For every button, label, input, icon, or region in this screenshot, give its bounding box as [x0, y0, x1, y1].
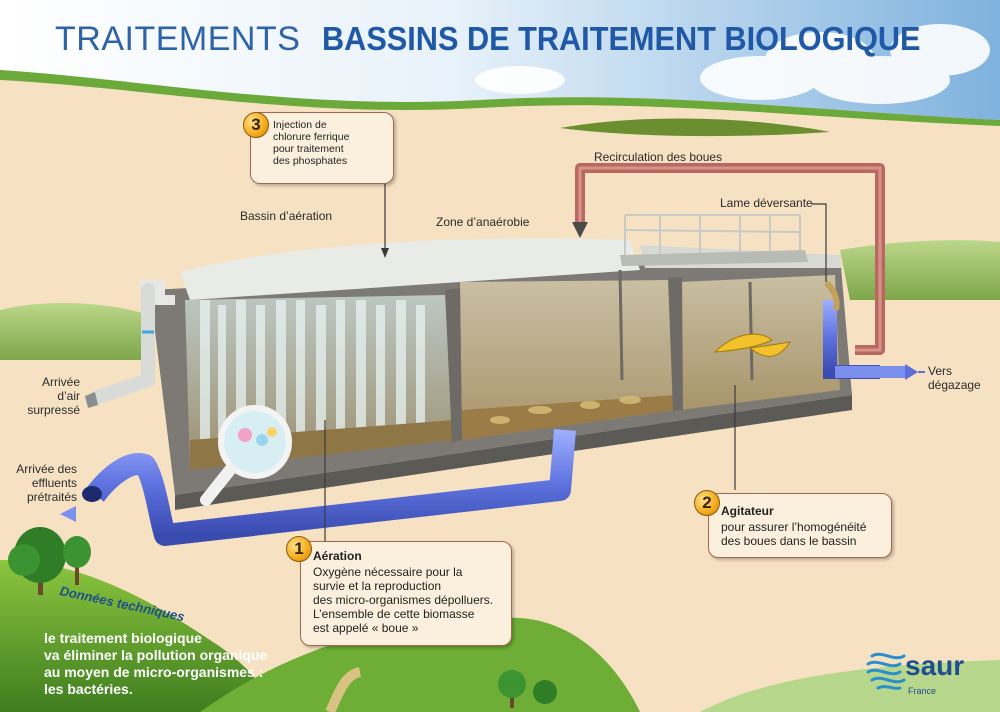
badge-2: 2 [694, 490, 720, 516]
label-lame-deversante: Lame déversante [720, 196, 813, 210]
callout-line: Oxygène nécessaire pour la [313, 565, 463, 579]
callout-agitateur-title: Agitateur [721, 504, 774, 518]
callout-agitateur: Agitateur pour assurer l’homogénéité des… [708, 493, 892, 558]
badge-3: 3 [243, 112, 269, 138]
callout-line: des phosphates [273, 155, 348, 167]
callout-line: survie et la reproduction [313, 579, 442, 593]
saur-logo: saur [905, 650, 965, 681]
callout-injection: Injection de chlorure ferrique pour trai… [250, 112, 394, 184]
label-line: surpressé [27, 403, 80, 417]
section-title: TRAITEMENTS [55, 20, 301, 58]
label-line: prétraités [26, 490, 77, 504]
callout-aeration: Aération Oxygène nécessaire pour la surv… [300, 541, 512, 646]
label-bassin-aeration: Bassin d’aération [240, 209, 333, 223]
callout-injection-text: Injection de chlorure ferrique pour trai… [273, 119, 385, 167]
label-zone-anaerobie: Zone d’anaérobie [436, 215, 530, 229]
callout-line: Injection de [273, 119, 327, 131]
technical-text: le traitement biologique va éliminer la … [44, 630, 267, 698]
label-vers-degazage: Vers dégazage [928, 364, 981, 392]
callout-line: pour traitement [273, 143, 344, 155]
page-title: BASSINS DE TRAITEMENT BIOLOGIQUE [322, 20, 921, 57]
label-line: Arrivée d’air [41, 375, 80, 403]
technical-line: le traitement biologique [44, 630, 202, 646]
callout-line: est appelé « boue » [313, 621, 419, 635]
label-arrivee-air: Arrivée d’air surpressé [18, 375, 80, 417]
callout-line: L’ensemble de cette biomasse [313, 607, 475, 621]
callout-line: chlorure ferrique [273, 131, 350, 143]
technical-line: au moyen de micro-organismes : [44, 664, 264, 680]
badge-1: 1 [286, 536, 312, 562]
label-arrivee-effluents: Arrivée des effluents prétraités [12, 462, 77, 504]
callout-aeration-title: Aération [313, 549, 362, 563]
callout-agitateur-text: pour assurer l’homogénéité des boues dan… [721, 520, 885, 548]
label-line: Arrivée des [16, 462, 77, 476]
saur-logo-subtitle: France [908, 686, 937, 696]
callout-line: des boues dans le bassin [721, 534, 857, 548]
label-line: effluents [31, 476, 77, 490]
callout-aeration-text: Oxygène nécessaire pour la survie et la … [313, 565, 503, 635]
label-recirculation: Recirculation des boues [594, 150, 723, 164]
technical-line: les bactéries. [44, 681, 133, 697]
technical-line: va éliminer la pollution organique [44, 647, 268, 663]
callout-line: des micro-organismes dépolluers. [313, 593, 494, 607]
callout-line: pour assurer l’homogénéité [721, 520, 867, 534]
